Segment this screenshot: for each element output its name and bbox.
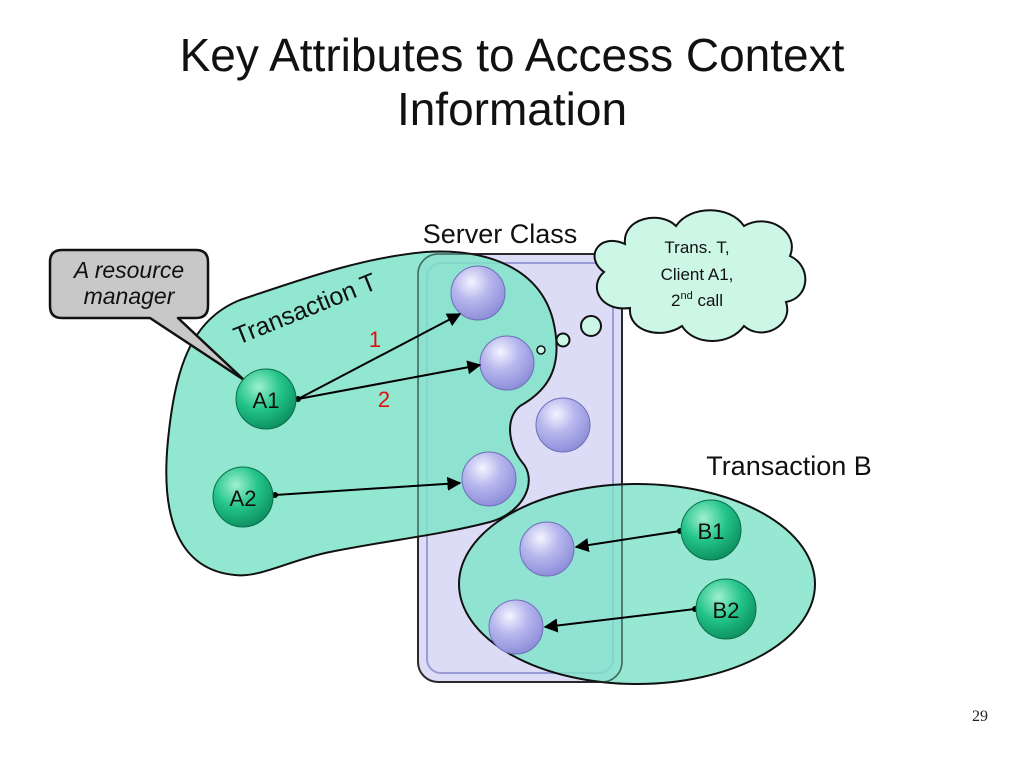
transaction-b-label: Transaction B	[706, 451, 872, 481]
b1-arrow	[574, 530, 681, 553]
client-b2-circle	[695, 578, 757, 640]
server-object[interactable]	[519, 521, 575, 577]
page-number: 29	[972, 708, 988, 725]
thought-line-3-sup: nd	[680, 290, 692, 302]
b2-arrow	[543, 608, 696, 633]
thought-line-3-main: 2	[671, 291, 680, 310]
client-a2[interactable]: A2	[212, 466, 274, 528]
client-a1-label: A1	[253, 388, 280, 413]
callout-line-1: A resource	[72, 257, 184, 283]
server-object[interactable]	[488, 599, 544, 655]
client-a2-circle	[212, 466, 274, 528]
client-b1[interactable]: B1	[680, 499, 742, 561]
title-line-2: Information	[396, 83, 628, 135]
call-label-2: 2	[378, 387, 390, 412]
arrow-tail-dot	[295, 396, 301, 402]
thought-bubble-medium	[555, 332, 571, 348]
call-arrow-1	[297, 313, 462, 400]
client-a1-circle	[235, 368, 297, 430]
client-b2[interactable]: B2	[695, 578, 757, 640]
client-a1[interactable]: A1	[235, 368, 297, 430]
thought-bubble-large	[580, 315, 602, 337]
slide-title: Key Attributes to Access Context Informa…	[0, 28, 1024, 136]
thought-line-2: Client A1,	[661, 265, 734, 284]
title-line-1: Key Attributes to Access Context	[179, 29, 845, 81]
thought-line-3: 2nd call	[671, 290, 723, 310]
client-b1-label: B1	[698, 519, 725, 544]
server-class-overlay-border	[417, 253, 623, 683]
thought-line-1: Trans. T,	[664, 238, 729, 257]
client-b2-label: B2	[713, 598, 740, 623]
call-label-1: 1	[369, 327, 381, 352]
callout-line-2: manager	[84, 283, 176, 309]
server-object[interactable]	[450, 265, 506, 321]
arrow-tail-dot	[272, 492, 278, 498]
client-a2-label: A2	[230, 486, 257, 511]
server-class-label: Server Class	[423, 219, 578, 249]
server-object[interactable]	[479, 335, 535, 391]
thought-cloud	[593, 209, 807, 342]
resource-manager-callout	[48, 248, 246, 382]
a2-arrow	[274, 476, 462, 496]
client-b1-circle	[680, 499, 742, 561]
thought-line-3-rest: call	[693, 291, 723, 310]
server-object[interactable]	[535, 397, 591, 453]
server-object[interactable]	[461, 451, 517, 507]
call-arrow-2	[297, 360, 482, 400]
thought-bubble-small	[536, 345, 546, 355]
